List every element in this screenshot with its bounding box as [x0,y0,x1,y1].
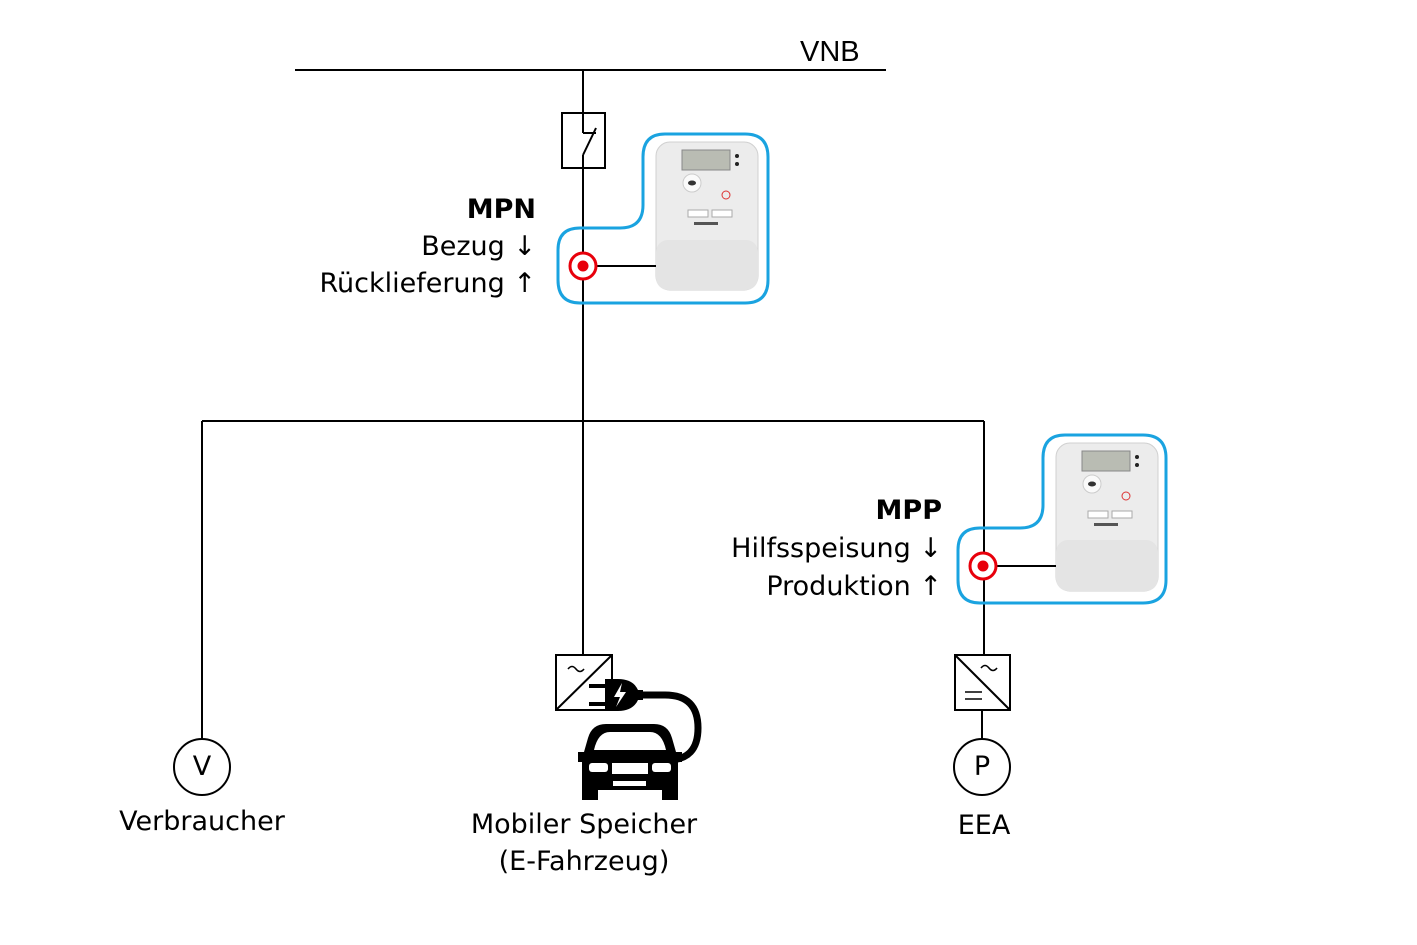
storage-inverter-icon [555,654,613,711]
generator-symbol-circle [953,738,1011,796]
mpn-import-label: Bezug ↓ [421,231,536,262]
mpn-measure-point-icon [568,251,598,281]
generator-symbol: P [973,751,991,782]
grid-label: VNB [800,36,860,68]
mpp-title: MPP [875,495,942,526]
storage-label-line2: (E-Fahrzeug) [498,846,670,877]
ev-charging-plug-icon [589,679,702,764]
mpp-export-label: Produktion ↑ [766,571,942,602]
mpn-smart-meter-icon [655,141,759,291]
consumer-symbol-circle [173,738,231,796]
mpp-import-label: Hilfsspeisung ↓ [731,533,942,564]
electric-car-icon [578,724,682,800]
main-switch-icon [561,112,606,169]
mpn-export-label: Rücklieferung ↑ [319,268,536,299]
mpp-smart-meter-icon [1055,442,1159,592]
mpp-meter-outline [956,433,1168,605]
mpn-title: MPN [466,194,536,225]
storage-label-line1: Mobiler Speicher [470,809,698,840]
generator-label: EEA [957,810,1011,841]
consumer-symbol: V [192,751,212,782]
mpp-measure-point-icon [968,551,998,581]
consumer-label: Verbraucher [119,806,285,837]
mpn-meter-outline [556,132,770,305]
generator-inverter-icon [954,654,1011,711]
